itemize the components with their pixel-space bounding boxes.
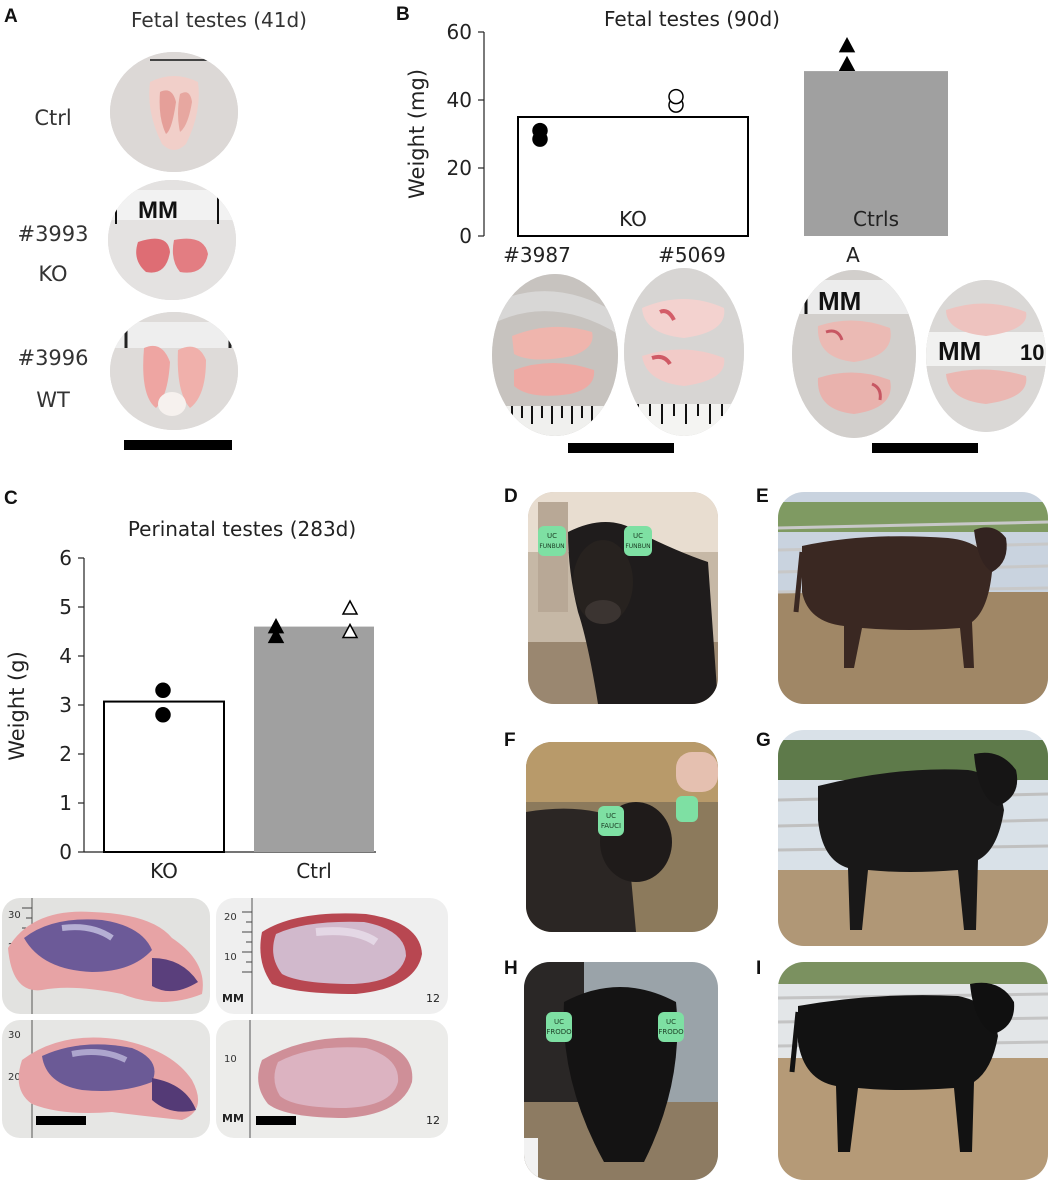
- chart-b-ytick-label-2: 40: [447, 88, 472, 112]
- steer-photo-e: [778, 492, 1048, 704]
- panel-letter-a: A: [4, 6, 18, 27]
- chart-c-ylabel: Weight (g): [5, 651, 29, 761]
- ruler-label-c-bl-1: 20: [8, 1072, 21, 1083]
- chart-c-ytick-label-5: 5: [59, 595, 72, 619]
- chart-b-point-2-1: [838, 37, 856, 53]
- fetal-testis-photo-5069: [624, 268, 744, 436]
- panel-letter-i: I: [756, 958, 762, 979]
- chart-c-title: Perinatal testes (283d): [128, 517, 356, 541]
- ear-tag-name-d2: FUNBUN: [625, 543, 650, 550]
- ruler-mm-label-b: MM: [818, 286, 861, 316]
- chart-b-title: Fetal testes (90d): [604, 7, 780, 31]
- ear-tag-name-h1: FRODO: [546, 1028, 572, 1036]
- ruler-mm-label-a: MM: [138, 197, 178, 224]
- ruler-12-label-c: 12: [426, 992, 440, 1005]
- panel-letter-e: E: [756, 486, 769, 507]
- chart-c-ytick-label-4: 4: [59, 644, 72, 668]
- chart-c-ytick-label-2: 2: [59, 742, 72, 766]
- chart-c-point-2-1: [341, 599, 359, 615]
- ruler-mm-label-b2: MM: [938, 336, 981, 366]
- ruler-digit-label-b2: 10: [1020, 340, 1044, 365]
- chart-c-category-label-1: Ctrl: [296, 859, 332, 883]
- chart-c-bar-ko: [103, 700, 225, 853]
- chart-c-bar-ctrl: [254, 626, 374, 852]
- chart-c-perinatal-283d: Perinatal testes (283d) Weight (g) 0 1 2 3 4 5 6…: [0, 500, 440, 890]
- sample-label-ctrl: Ctrl: [34, 106, 72, 130]
- chart-c-point-0-0: [155, 707, 171, 723]
- chart-b-point-1-1: [668, 88, 684, 105]
- chart-b-bar-ctrls: [804, 71, 948, 236]
- ruler-12-label-c2: 12: [426, 1114, 440, 1127]
- sample-label-3993: #3993: [17, 222, 89, 246]
- chart-b-ytick-label-3: 60: [447, 20, 472, 44]
- chart-c-point-1-1: [267, 618, 285, 634]
- ear-tag-uc-h2: UC: [666, 1018, 676, 1026]
- ruler-label-c-bl-0: 30: [8, 1030, 21, 1041]
- sample-label-3996: #3996: [17, 346, 89, 370]
- ear-tag-uc-f1: UC: [606, 812, 616, 820]
- scale-bar-c-ko: [36, 1116, 86, 1125]
- ear-tag-uc-d2: UC: [633, 532, 643, 540]
- calf-photo-funbun: UC FUNBUN UC FUNBUN: [528, 492, 718, 704]
- scale-bar-c-ctrl: [256, 1116, 296, 1125]
- panel-letter-b: B: [396, 4, 410, 25]
- ruler-label-c-tr-1: 10: [224, 952, 237, 963]
- chart-b-point-2-0: [838, 55, 856, 72]
- fetal-testis-photo-3987: [492, 274, 618, 436]
- panel-letter-h: H: [504, 958, 518, 979]
- fetal-testis-photo-ctrl-b: MM 10: [926, 280, 1046, 432]
- chart-c-ytick-label-0: 0: [59, 840, 72, 864]
- perinatal-testis-photo-ko-1: 30 20: [2, 898, 210, 1014]
- chart-c-category-label-0: KO: [150, 859, 178, 883]
- panel-a-title: Fetal testes (41d): [131, 8, 307, 32]
- fetal-testis-photo-3996-wt: [110, 312, 238, 430]
- ruler-mm-label-c2: MM: [222, 1112, 244, 1125]
- chart-c-ytick-label-1: 1: [59, 791, 72, 815]
- bull-photo-g: [778, 730, 1048, 946]
- chart-b-bar-ko: [517, 116, 749, 237]
- scale-bar-b-ko: [568, 443, 674, 453]
- ruler-mm-label-c: MM: [222, 992, 244, 1005]
- fetal-testis-photo-ctrl-a: MM: [792, 270, 916, 438]
- panel-letter-c: C: [4, 488, 18, 509]
- calf-photo-frodo: UC FRODO UC FRODO: [524, 962, 718, 1180]
- chart-b-bar-label-1: Ctrls: [853, 207, 899, 231]
- calf-photo-fauci: UC FAUCI: [526, 742, 718, 932]
- chart-c-ytick-label-3: 3: [59, 693, 72, 717]
- chart-b-group-label-1: #5069: [658, 243, 726, 267]
- ear-tag-uc-d1: UC: [547, 532, 557, 540]
- chart-b-bar-label-0: KO: [619, 207, 647, 231]
- chart-c-point-1-0: [267, 627, 285, 644]
- ruler-label-c-br-0: 10: [224, 1054, 237, 1065]
- ruler-label-c-tl-0: 30: [8, 910, 21, 921]
- chart-b-group-label-0: #3987: [503, 243, 571, 267]
- panel-letter-f: F: [504, 730, 516, 751]
- ear-tag-uc-h1: UC: [554, 1018, 564, 1026]
- chart-b-ylabel: Weight (mg): [405, 69, 429, 199]
- bull-photo-i: [778, 962, 1048, 1180]
- chart-c-point-2-0: [341, 622, 359, 639]
- chart-b-point-0-1: [532, 122, 548, 139]
- perinatal-testis-photo-ctrl-2: 10 MM 12: [216, 1020, 448, 1138]
- chart-c-ytick-label-6: 6: [59, 546, 72, 570]
- ear-tag-name-f1: FAUCI: [601, 822, 621, 830]
- perinatal-testis-photo-ko-2: 30 20: [2, 1020, 210, 1138]
- panel-letter-g: G: [756, 730, 771, 751]
- fetal-testis-photo-3993-ko: MM: [108, 180, 236, 300]
- perinatal-testis-photo-ctrl-1: 20 10 MM 12: [216, 898, 448, 1014]
- chart-b-ytick-label-0: 0: [459, 224, 472, 248]
- chart-c-point-0-1: [155, 682, 171, 699]
- ruler-label-c-tr-0: 20: [224, 912, 237, 923]
- ear-tag-name-d1: FUNBUN: [539, 543, 564, 550]
- sample-label-3993-genotype: KO: [38, 262, 68, 286]
- ear-tag-name-h2: FRODO: [658, 1028, 684, 1036]
- fetal-testis-photo-ctrl: [110, 52, 238, 172]
- scale-bar-b-ctrl: [872, 443, 978, 453]
- chart-b-group-label-2: A: [846, 243, 860, 267]
- sample-label-3996-genotype: WT: [36, 388, 70, 412]
- scale-bar-a: [124, 440, 232, 450]
- panel-letter-d: D: [504, 486, 518, 507]
- chart-b-ytick-label-1: 20: [447, 156, 472, 180]
